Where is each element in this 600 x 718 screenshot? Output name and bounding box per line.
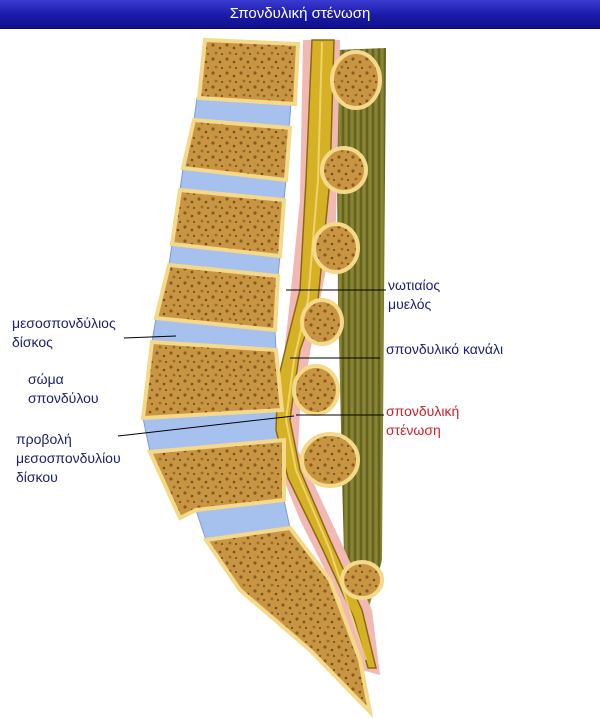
spinal-stenosis-label-line1: σπονδυλική [386,403,460,419]
posterior-ligament [336,48,386,640]
intervertebral-disc-label-line1: μεσοσπονδύλιος [12,315,116,331]
disc-protrusion-label-line1: προβολή [16,431,72,447]
title-bar: Σπονδυλική στένωση [0,0,600,29]
leader-lines [117,289,386,437]
disc-protrusion-label-line2: μεσοσπονδυλίου [16,450,121,466]
spinal-stenosis-label: σπονδυλική στένωση [386,402,459,440]
spinous-processes [292,50,384,600]
disc-protrusion-label-line3: δίσκου [16,469,58,485]
spinal-canal-label: σπονδυλικό κανάλι [386,341,504,357]
intervertebral-disc-label: μεσοσπονδύλιος δίσκος [12,314,116,352]
vertebral-bodies [140,37,374,718]
spinal-cord-label-line1: νωτιαίος [388,277,441,293]
spinal-stenosis-label-line2: στένωση [386,422,441,438]
intervertebral-disc-label-line2: δίσκος [12,334,53,350]
spinal-canal [276,40,380,675]
spinal-cord-label: νωτιαίος μυελός [388,276,440,314]
vertebral-body-label-line1: σώμα [28,371,64,387]
spinal-cord-label-line2: μυελός [388,296,432,312]
spine-illustration [117,37,386,718]
vertebral-body-label-line2: σπονδύλου [28,390,99,406]
page-title: Σπονδυλική στένωση [229,5,371,22]
vertebral-body-label: σώμα σπονδύλου [28,370,99,408]
disc-protrusion-label: προβολή μεσοσπονδυλίου δίσκου [16,430,121,487]
